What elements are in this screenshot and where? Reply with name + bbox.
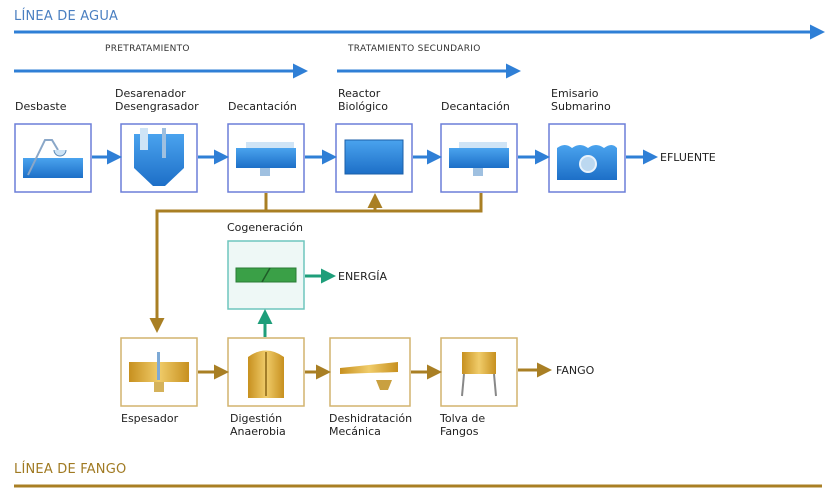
stage-label-decantacion-1: Decantación: [228, 100, 297, 113]
tratamiento-secundario-label: TRATAMIENTO SECUNDARIO: [348, 44, 481, 54]
hopper-icon: [461, 352, 497, 397]
clarifier-icon-2: [449, 142, 509, 176]
efluente-label: EFLUENTE: [660, 151, 716, 164]
stage-label-espesador: Espesador: [121, 412, 179, 425]
fango-label: FANGO: [556, 364, 595, 377]
cogeneracion-label: Cogeneración: [227, 221, 303, 234]
stage-label-desbaste: Desbaste: [15, 100, 67, 113]
bioreactor-icon: [344, 139, 404, 175]
outfall-icon: [557, 145, 617, 180]
generator-icon: [235, 267, 297, 283]
digester-icon: [248, 350, 284, 398]
thickener-icon: [129, 352, 189, 392]
stage-label-digestion: Digestión Anaerobia: [230, 412, 286, 438]
stage-label-deshidratacion: Deshidratación Mecánica: [329, 412, 413, 438]
bar-screen-icon: [23, 139, 83, 178]
linea-fango-title: LÍNEA DE FANGO: [14, 462, 127, 477]
clarifier-icon: [236, 142, 296, 176]
linea-agua-title: LÍNEA DE AGUA: [14, 9, 119, 24]
pretratamiento-label: PRETRATAMIENTO: [105, 44, 190, 54]
grit-tank-icon: [134, 128, 184, 186]
stage-label-reactor: Reactor Biológico: [338, 87, 388, 113]
energia-label: ENERGÍA: [338, 270, 388, 283]
stage-label-desarenador: Desarenador Desengrasador: [115, 87, 199, 113]
stage-label-emisario: Emisario Submarino: [551, 87, 611, 113]
dewatering-icon: [340, 362, 398, 390]
stage-label-tolva: Tolva de Fangos: [440, 412, 486, 438]
stage-label-decantacion-2: Decantación: [441, 100, 510, 113]
